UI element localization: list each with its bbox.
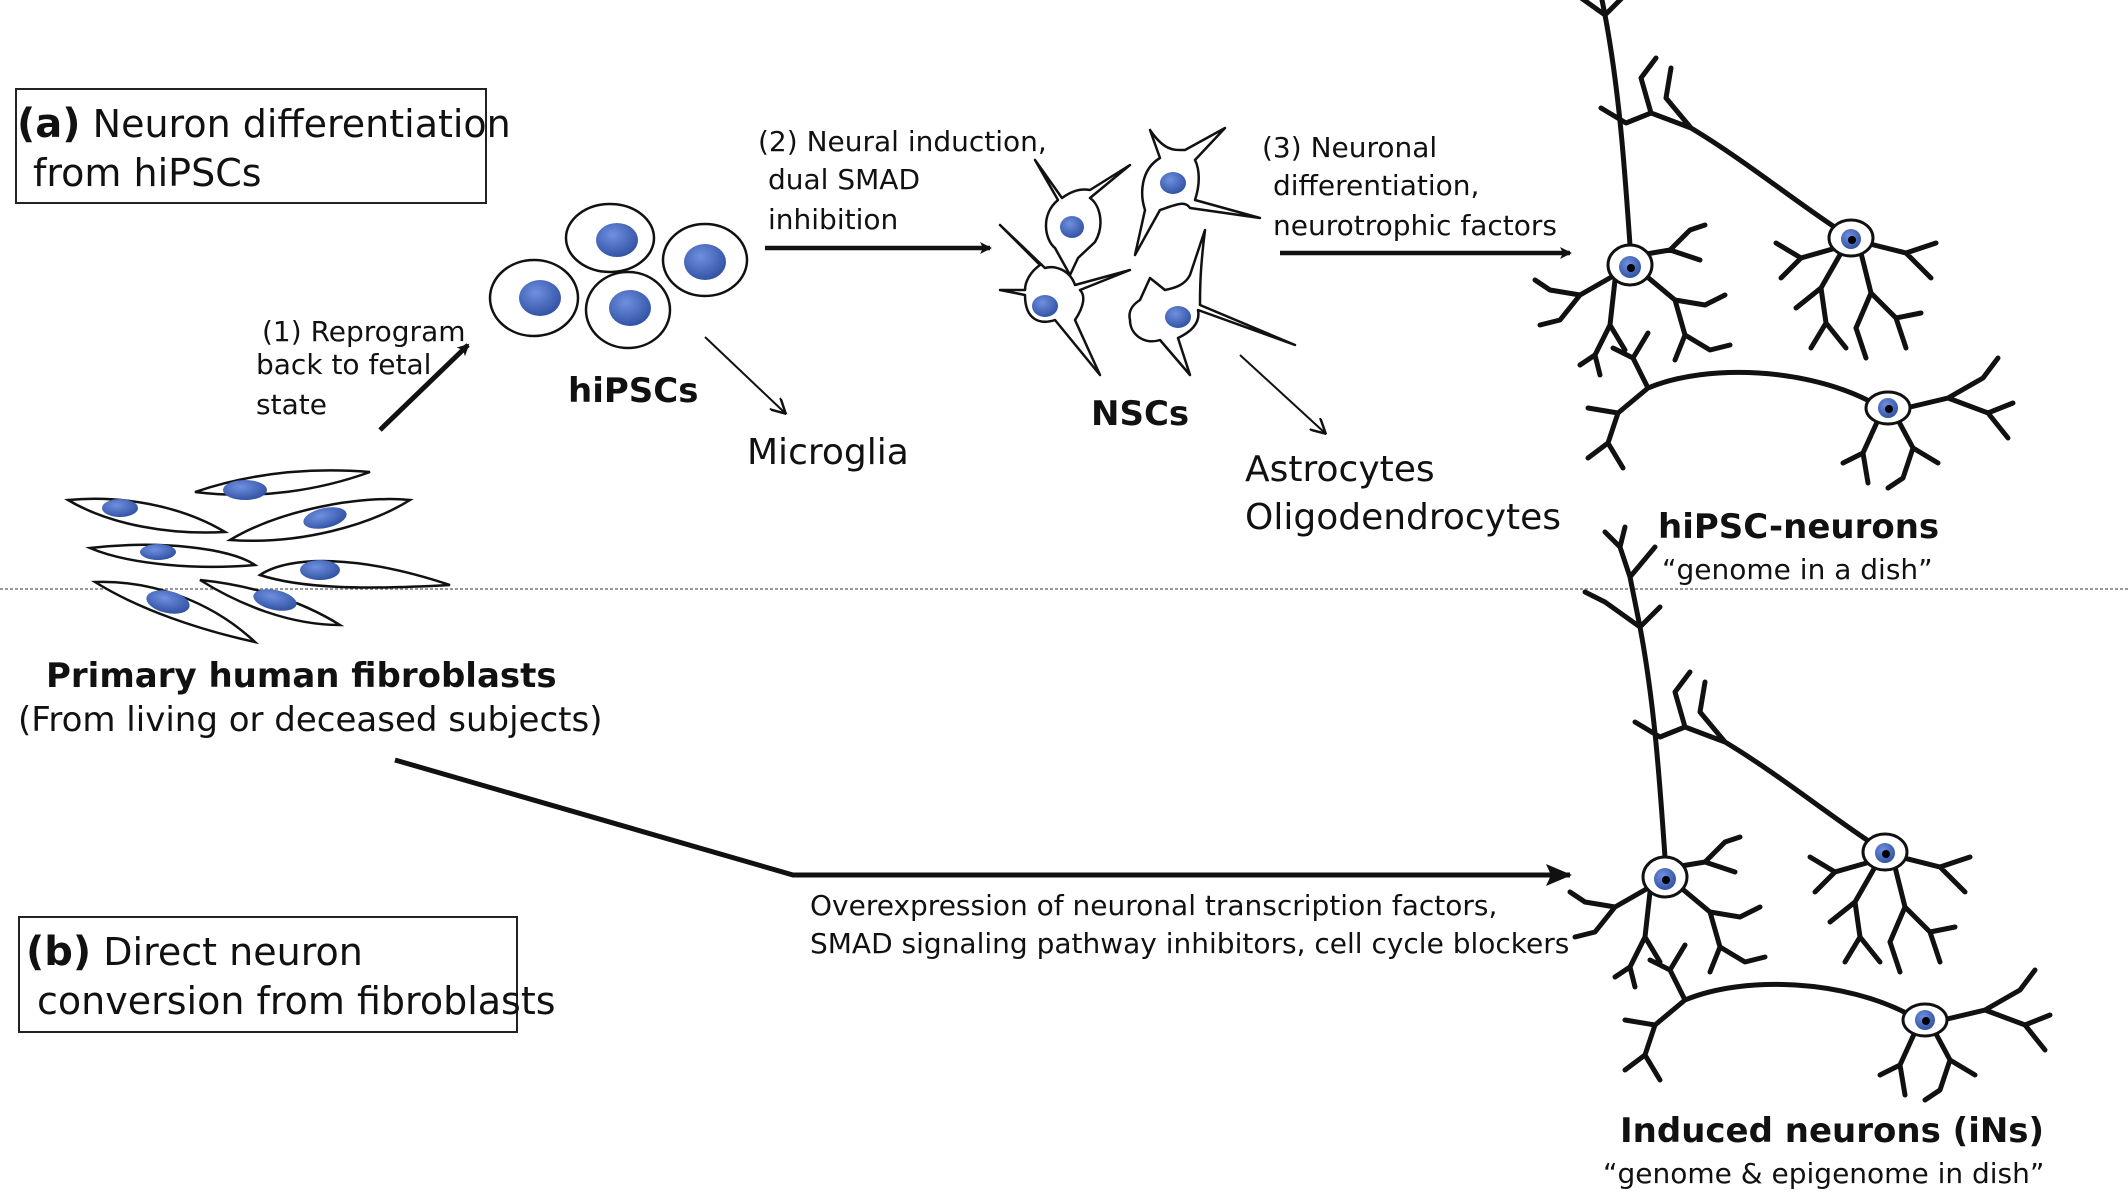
- panel-a-title-line1: Neuron differentiation: [92, 102, 511, 146]
- step1-line3: state: [256, 388, 327, 421]
- direct-conversion-line1: Overexpression of neuronal transcription…: [810, 889, 1498, 922]
- hipsc-neurons-drawing: [1535, 0, 2013, 488]
- hipsc-neurons-label: hiPSC-neurons: [1658, 507, 1940, 547]
- step3-line2: differentiation,: [1273, 169, 1480, 202]
- fibroblast-cells: [64, 469, 451, 645]
- panel-b-title-line2: conversion from fibroblasts: [37, 979, 556, 1023]
- nscs-label: NSCs: [1091, 394, 1190, 434]
- step1-line1: (1) Reprogram: [262, 315, 466, 348]
- direct-conversion-line2: SMAD signaling pathway inhibitors, cell …: [810, 927, 1570, 960]
- induced-neurons-subtitle: “genome & epigenome in dish”: [1603, 1157, 2045, 1190]
- microglia-label: Microglia: [747, 432, 909, 473]
- oligodendrocytes-label: Oligodendrocytes: [1245, 497, 1562, 538]
- panel-a-letter: (a): [17, 101, 81, 147]
- arrow-reprogram: [378, 343, 470, 432]
- fibroblasts-title: Primary human fibroblasts: [46, 656, 557, 696]
- induced-neurons-label: Induced neurons (iNs): [1620, 1111, 2045, 1151]
- arrow-astrocytes: [1239, 354, 1325, 433]
- step3-line3: neurotrophic factors: [1273, 209, 1557, 242]
- panel-a-title-box: (a) Neuron differentiation from hiPSCs: [15, 88, 511, 204]
- step2-line2: dual SMAD: [768, 163, 921, 196]
- step1-line2: back to fetal: [256, 348, 432, 381]
- astrocytes-label: Astrocytes: [1245, 449, 1435, 490]
- step2-line1: (2) Neural induction,: [758, 125, 1047, 158]
- nsc-nuclei: [1032, 172, 1191, 328]
- induced-neurons-drawing: [1570, 527, 2050, 1100]
- arrow-microglia: [704, 336, 785, 413]
- panel-a-title-line2: from hiPSCs: [33, 151, 262, 195]
- nsc-cells: [998, 126, 1297, 377]
- hipscs-label: hiPSCs: [568, 371, 699, 411]
- hipsc-cells: [488, 202, 749, 350]
- hipsc-neurons-subtitle: “genome in a dish”: [1662, 553, 1933, 586]
- step3-line1: (3) Neuronal: [1262, 131, 1438, 164]
- panel-b-title-line1: Direct neuron: [103, 930, 363, 974]
- arrow-direct-conversion: [394, 757, 1572, 886]
- panel-b-letter: (b): [26, 929, 92, 975]
- panel-b-title-box: (b) Direct neuron conversion from fibrob…: [18, 916, 556, 1033]
- fibroblasts-subtitle: (From living or deceased subjects): [18, 700, 603, 740]
- step2-line3: inhibition: [768, 203, 899, 236]
